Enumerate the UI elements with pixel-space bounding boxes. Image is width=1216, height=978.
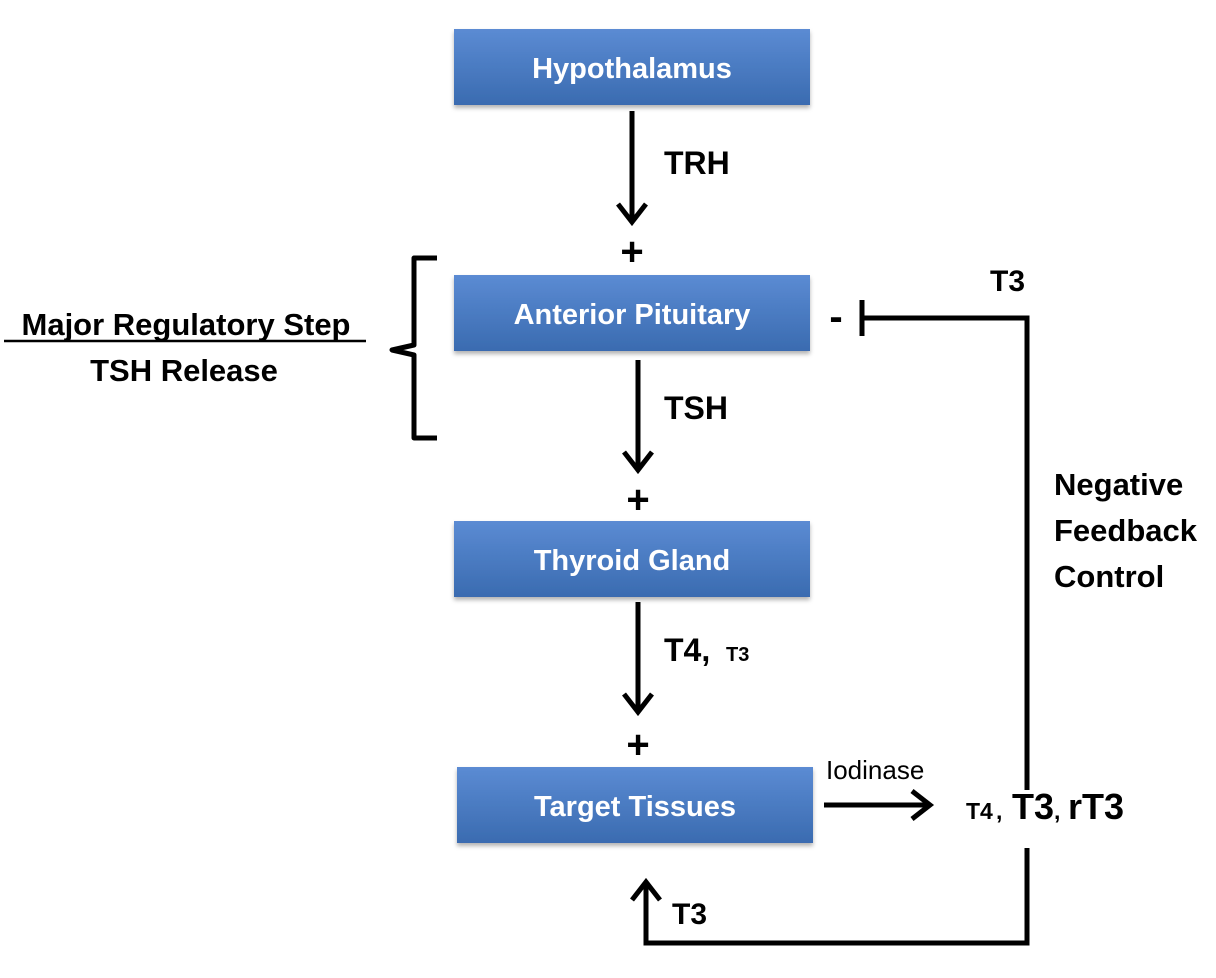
feedback-t3-label: T3	[990, 265, 1025, 298]
feedback-line-2: Feedback	[1054, 513, 1198, 548]
t3-small-label: T3	[726, 644, 749, 666]
product-t3: T3	[1012, 786, 1054, 827]
tsh-arrow	[622, 360, 654, 475]
thyroid-gland-label: Thyroid Gland	[534, 545, 731, 577]
anterior-pituitary-label: Anterior Pituitary	[514, 299, 751, 331]
target-tissues-box: Target Tissues	[457, 767, 813, 843]
trh-arrow	[616, 111, 648, 227]
t4-label: T4,	[664, 632, 710, 668]
feedback-line-1: Negative	[1054, 467, 1183, 502]
product-comma-1: ,	[996, 798, 1002, 824]
hypothalamus-label: Hypothalamus	[532, 53, 732, 85]
t4-t3-arrow	[622, 602, 654, 717]
product-rt3: rT3	[1068, 786, 1124, 827]
anterior-pituitary-box: Anterior Pituitary	[454, 275, 810, 351]
thyroid-gland-box: Thyroid Gland	[454, 521, 810, 597]
regulatory-bracket	[389, 255, 437, 441]
t3-return-label: T3	[672, 898, 707, 931]
target-tissues-label: Target Tissues	[534, 791, 736, 823]
regulatory-heading: Major Regulatory Step	[22, 307, 351, 342]
t3-return-loop	[630, 848, 1030, 946]
product-t4: T4	[966, 798, 993, 824]
tsh-label: TSH	[664, 390, 728, 426]
inhibit-minus-sign: -	[829, 295, 842, 339]
t4-plus-sign: +	[626, 723, 649, 767]
tsh-plus-sign: +	[626, 478, 649, 522]
iodinase-label: Iodinase	[826, 755, 924, 785]
iodinase-arrow	[824, 789, 935, 821]
trh-plus-sign: +	[620, 230, 643, 274]
hypothalamus-box: Hypothalamus	[454, 29, 810, 105]
products-label: T4 , T3 , rT3	[966, 786, 1124, 827]
feedback-line-3: Control	[1054, 559, 1164, 594]
trh-label: TRH	[664, 145, 730, 181]
product-comma-2: ,	[1054, 798, 1060, 824]
negative-feedback-line	[859, 300, 1030, 790]
regulatory-subheading: TSH Release	[90, 353, 278, 388]
